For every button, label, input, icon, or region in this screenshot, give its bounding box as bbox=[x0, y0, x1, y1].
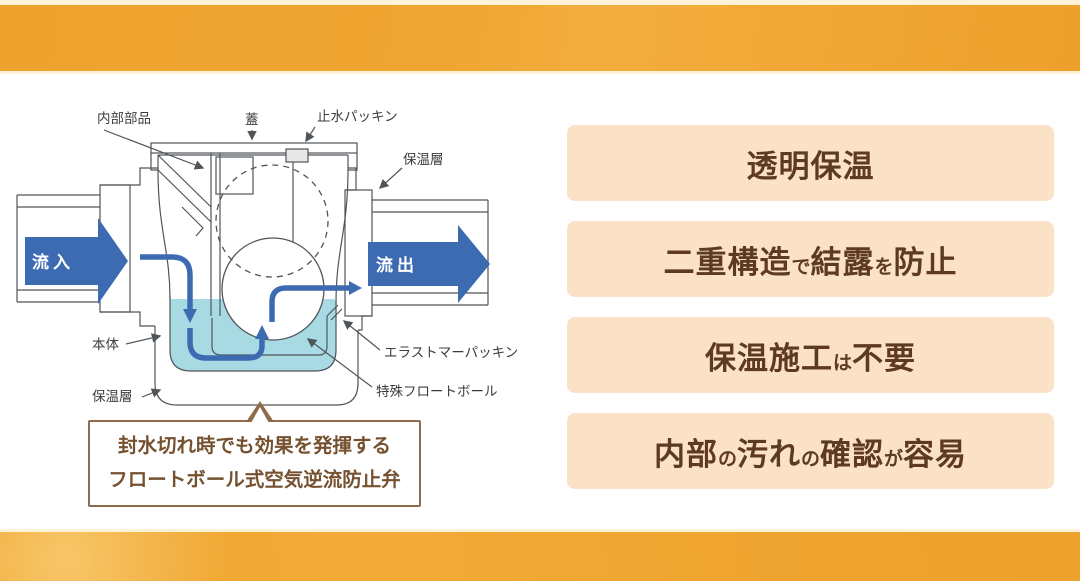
feature-card-easy-inspection: 内部の汚れの確認が容易 bbox=[567, 413, 1054, 489]
label-internal-parts: 内部部品 bbox=[97, 111, 151, 126]
feature-text: 透明保温 bbox=[746, 148, 875, 184]
label-body: 本体 bbox=[92, 337, 119, 352]
valve-internals-linework bbox=[157, 148, 343, 372]
outflow-arrow: 流出 bbox=[368, 225, 490, 303]
outflow-label: 流出 bbox=[376, 255, 418, 275]
label-lid: 蓋 bbox=[245, 112, 259, 127]
valve-cross-section-diagram: 流入 流出 内部部品 蓋 止水パッキン 保温層 本体 保温層 エラストマーパッキ… bbox=[16, 109, 518, 406]
feature-card-double-structure: 二重構造で結露を防止 bbox=[567, 221, 1054, 297]
feature-text: 保温施工は不要 bbox=[704, 340, 916, 376]
float-ball-raised-ghost bbox=[215, 164, 329, 278]
bottom-orange-band bbox=[0, 532, 1080, 581]
inflow-arrow: 流入 bbox=[25, 218, 128, 304]
top-cream-strip bbox=[0, 0, 1080, 5]
flow-path-lines bbox=[140, 254, 350, 361]
label-elastomer-packing: エラストマーパッキン bbox=[384, 345, 518, 360]
label-insulation-top: 保温層 bbox=[403, 152, 444, 167]
inflow-label: 流入 bbox=[32, 252, 74, 272]
bottom-cream-edge bbox=[0, 529, 1080, 532]
feature-text: 内部の汚れの確認が容易 bbox=[653, 436, 968, 472]
caption-box: 封水切れ時でも効果を発揮する フロートボール式空気逆流防止弁 bbox=[88, 401, 421, 507]
label-insulation-bottom: 保温層 bbox=[92, 389, 133, 404]
label-water-stop-packing: 止水パッキン bbox=[317, 109, 398, 124]
label-float-ball: 特殊フロートボール bbox=[376, 384, 498, 399]
leader-lines bbox=[103, 126, 403, 398]
top-cream-edge bbox=[0, 71, 1080, 74]
top-orange-band bbox=[0, 5, 1080, 71]
caption-line-1: 封水切れ時でも効果を発揮する bbox=[117, 435, 391, 458]
flow-path-arrowheads bbox=[183, 281, 362, 339]
feature-card-no-insulation-work: 保温施工は不要 bbox=[567, 317, 1054, 393]
caption-tail-fill bbox=[251, 407, 269, 423]
caption-line-2: フロートボール式空気逆流防止弁 bbox=[108, 468, 401, 491]
feature-text: 二重構造で結露を防止 bbox=[663, 244, 958, 280]
feature-card-transparent-insulation: 透明保温 bbox=[567, 125, 1054, 201]
